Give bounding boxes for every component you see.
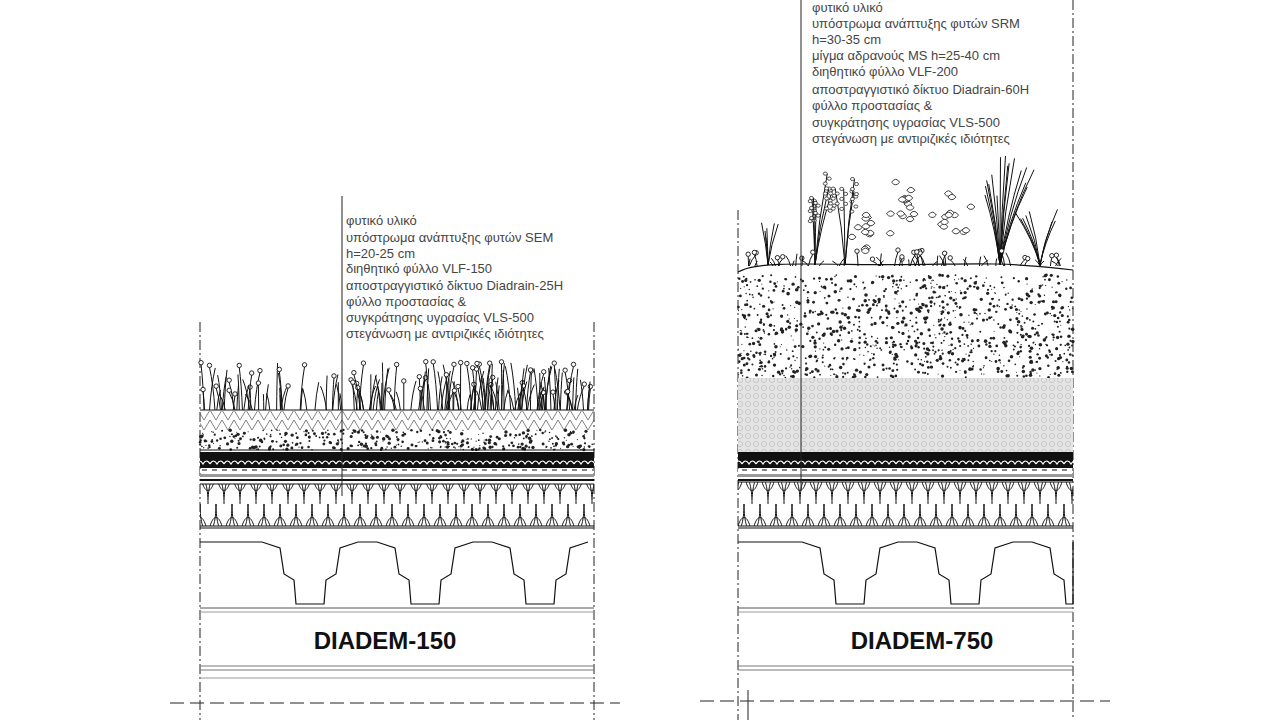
- substrate-hatch: [200, 411, 594, 430]
- aggregate-mix: [738, 378, 1073, 452]
- layer-line: [200, 410, 594, 411]
- plant-bush: [928, 191, 975, 235]
- filter-sheet: [200, 452, 594, 456]
- layer-line: [200, 670, 594, 671]
- layer-line: [738, 479, 1073, 481]
- protection-sheet: [738, 474, 1073, 477]
- layer-line: [200, 484, 594, 485]
- section-title: DIADEM-150: [314, 627, 457, 655]
- drainage-net: [200, 456, 594, 468]
- layer-label: στεγάνωση με αντιριζικές ιδιότητες: [812, 131, 1010, 147]
- plant-clump: [1016, 209, 1058, 265]
- layer-label: φυτικό υλικό: [812, 0, 883, 16]
- section-title: DIADEM-750: [851, 627, 994, 655]
- layer-line: [200, 666, 594, 667]
- substrate-dots: [737, 273, 1074, 379]
- layer-line: [200, 612, 594, 613]
- layer-line: [200, 608, 594, 609]
- layer-line: [738, 666, 1073, 667]
- layer-label: αποστραγγιστικό δίκτυο Diadrain-60H: [812, 82, 1029, 98]
- layer-label: φύλλο προστασίας &: [346, 294, 466, 310]
- layer-line: [738, 670, 1073, 671]
- layer-line: [700, 701, 1110, 702]
- layer-line: [738, 526, 1073, 527]
- layer-line: [200, 479, 594, 481]
- layer-label: διηθητικό φύλλο VLF-150: [346, 261, 492, 277]
- protection-sheet: [200, 469, 594, 473]
- layer-label: μίγμα αδρανούς MS h=25-40 cm: [812, 48, 1000, 64]
- plants: [199, 359, 593, 410]
- layer-label: φυτικό υλικό: [346, 213, 417, 229]
- plant-clump: [808, 172, 836, 265]
- insulation: [738, 482, 1073, 526]
- layer-label: διηθητικό φύλλο VLF-200: [812, 64, 958, 80]
- drainage-net: [738, 456, 1073, 468]
- plant-clump: [831, 177, 858, 265]
- layer-line: [200, 527, 594, 528]
- ground-line: [738, 264, 1073, 272]
- layer-line: [738, 527, 1073, 528]
- layer-label: υπόστρωμα ανάπτυξης φυτών SEM: [346, 230, 553, 246]
- filter-sheet: [738, 452, 1073, 456]
- layer-label: υπόστρωμα ανάπτυξης φυτών SRM: [812, 16, 1020, 32]
- steel-deck: [738, 542, 1073, 604]
- layer-label: h=30-35 cm: [812, 32, 881, 48]
- layer-label: στεγάνωση με αντιριζικές ιδιότητες: [346, 326, 544, 342]
- layer-label: συγκράτησης υγρασίας VLS-500: [346, 310, 534, 326]
- plant-clump: [985, 156, 1034, 265]
- protection-sheet: [738, 469, 1073, 473]
- layer-line: [170, 703, 620, 704]
- layer-line: [738, 482, 1073, 483]
- layer-line: [738, 612, 1073, 613]
- plants: [746, 248, 1061, 266]
- layer-line: [200, 678, 594, 679]
- layer-label: φύλλο προστασίας &: [812, 98, 932, 114]
- steel-deck: [200, 542, 588, 604]
- layer-label: αποστραγγιστικό δίκτυο Diadrain-25H: [346, 278, 563, 294]
- layer-line: [200, 526, 594, 527]
- plant-bush: [887, 179, 918, 222]
- layer-line: [200, 450, 594, 451]
- section-edge: [748, 690, 749, 720]
- leader-line: [801, 0, 802, 490]
- layer-label: συγκράτησης υγρασίας VLS-500: [812, 115, 1000, 131]
- layer-label: h=20-25 cm: [346, 246, 415, 262]
- plant-bush: [848, 212, 894, 253]
- layer-line: [738, 608, 1073, 609]
- protection-sheet: [200, 474, 594, 477]
- substrate-dots: [199, 428, 595, 451]
- insulation: [200, 484, 594, 526]
- leader-line: [342, 196, 343, 496]
